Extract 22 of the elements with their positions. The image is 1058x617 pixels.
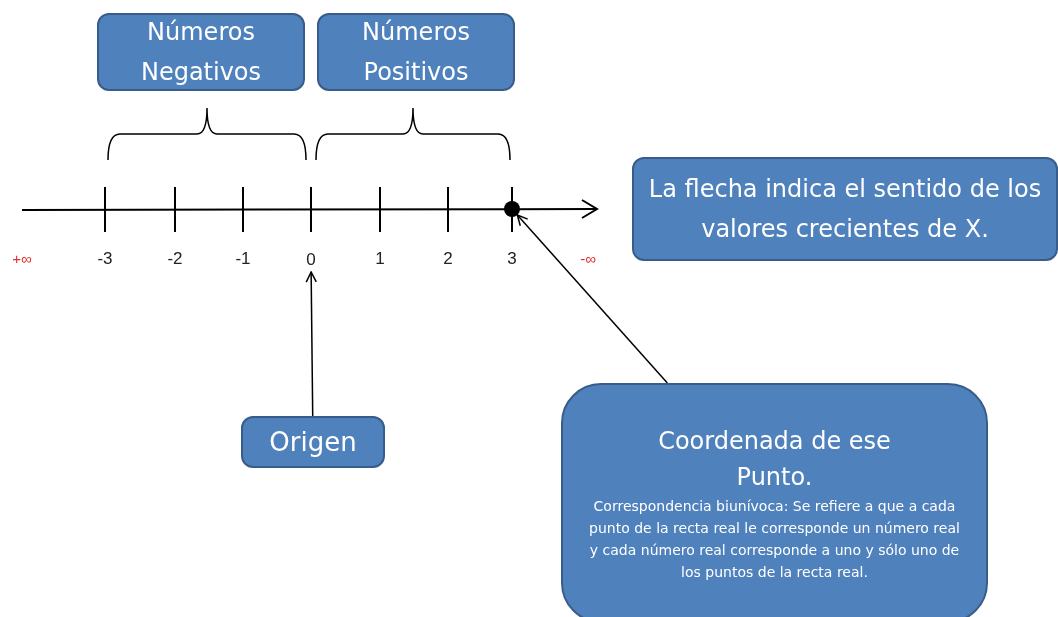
callout-box — [632, 157, 1058, 261]
tick-label: -1 — [235, 248, 251, 271]
callout-box — [97, 13, 305, 91]
callout-box — [241, 416, 385, 468]
callout-box — [561, 383, 988, 617]
arrow — [516, 214, 669, 384]
tick-label: 3 — [507, 248, 517, 271]
box-title: Origen — [269, 426, 357, 459]
box-title: Coordenada de ese Punto. — [657, 426, 892, 493]
tick-label: -∞ — [580, 248, 596, 269]
box-description: Correspondencia biunívoca: Se refiere a que a cada punto de la recta real le corresponde un número real y cada número real corresponde a uno y sólo uno de los puntos de la recta real. — [588, 497, 961, 582]
tick-label: 2 — [443, 248, 453, 271]
box-title: La flecha indica el sentido de los valores crecientes de X. — [647, 174, 1043, 245]
tick-label: 0 — [301, 248, 321, 272]
box-title: Números Positivos — [361, 17, 471, 88]
tick-label: +∞ — [12, 248, 32, 269]
box-title: Números Negativos — [139, 17, 263, 88]
arrow — [305, 271, 317, 417]
callout-box — [317, 13, 515, 91]
tick-label: -2 — [167, 248, 183, 271]
tick-label: 1 — [375, 248, 385, 271]
tick-label: -3 — [97, 248, 113, 271]
